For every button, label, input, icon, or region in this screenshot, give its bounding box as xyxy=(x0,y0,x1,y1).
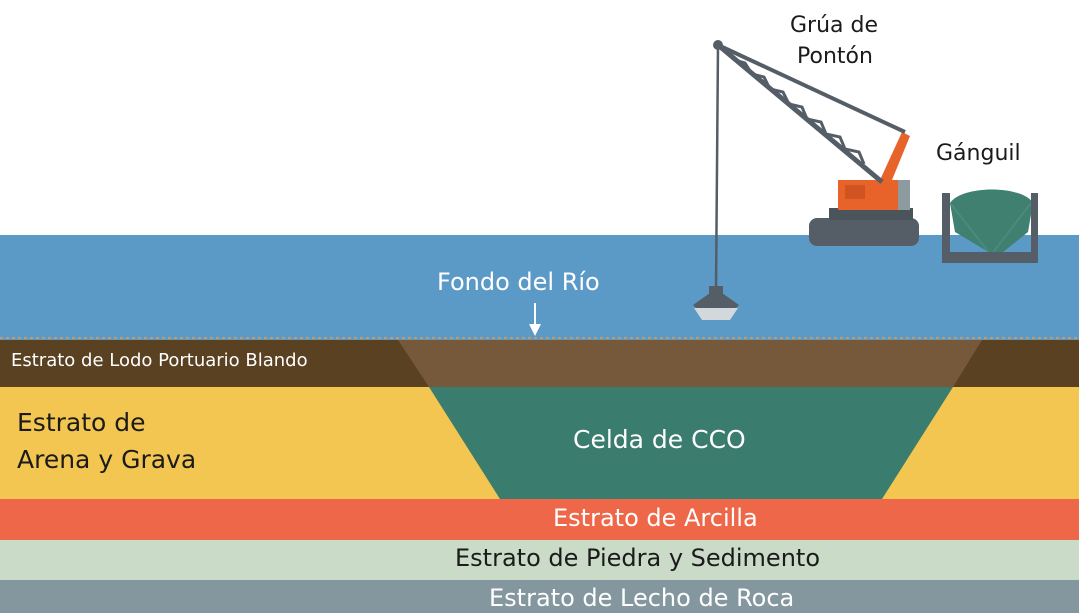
bedrock-stratum xyxy=(0,580,1079,613)
riverbed-label: Fondo del Río xyxy=(437,268,600,296)
crane-pontoon xyxy=(809,218,919,246)
mud-stratum-label: Estrato de Lodo Portuario Blando xyxy=(11,350,308,371)
cco-cell-label: Celda de CCO xyxy=(573,425,746,454)
sand-gravel-label-line1: Estrato de xyxy=(17,408,146,437)
crane-label-line2: Pontón xyxy=(797,44,873,69)
clamshell-bucket xyxy=(693,286,739,320)
barge-load xyxy=(950,189,1033,257)
crane-label-line1: Grúa de xyxy=(790,13,879,38)
barge xyxy=(942,189,1038,263)
stone-sediment-stratum xyxy=(0,540,1079,580)
pontoon-crane xyxy=(693,40,919,320)
clay-stratum-label: Estrato de Arcilla xyxy=(553,504,758,532)
sky-area xyxy=(0,0,1079,235)
mud-stratum-excavated xyxy=(398,340,982,387)
barge-label: Gánguil xyxy=(936,141,1021,166)
sand-gravel-label-line2: Arena y Grava xyxy=(17,445,197,474)
barge-hull xyxy=(942,193,1038,263)
cco-cell xyxy=(429,387,953,499)
stone-sediment-label: Estrato de Piedra y Sedimento xyxy=(455,544,821,572)
bedrock-label: Estrato de Lecho de Roca xyxy=(489,584,795,612)
riverbed-arrow xyxy=(529,303,541,336)
river-water xyxy=(0,235,1079,340)
crane-boom xyxy=(716,43,906,184)
clay-stratum xyxy=(0,499,1079,540)
crane-cable xyxy=(714,44,720,291)
